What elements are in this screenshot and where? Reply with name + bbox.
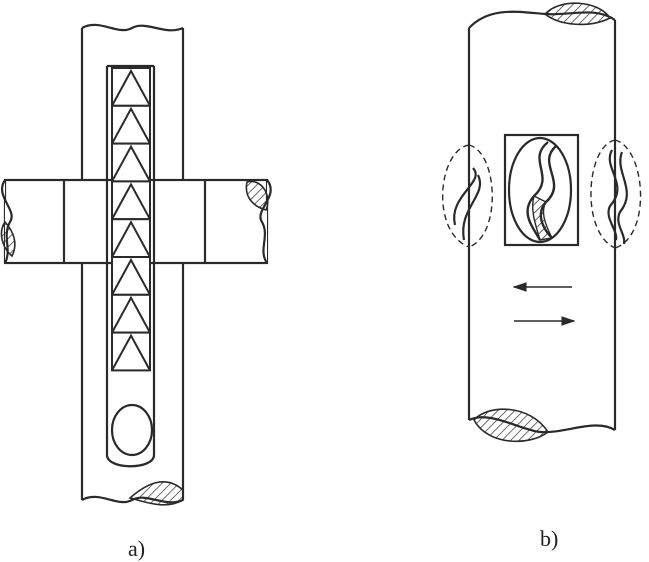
panel-a <box>0 23 272 506</box>
bar-b <box>467 2 617 443</box>
tooth-stack <box>111 67 151 372</box>
arrow-left <box>512 282 572 292</box>
panel-b <box>441 2 642 443</box>
center-window <box>503 133 580 247</box>
tooth-cell <box>111 67 151 107</box>
left-detail-circle <box>441 144 493 248</box>
caption-b: b) <box>540 526 558 551</box>
tooth-cell <box>111 218 151 258</box>
caption-a: a) <box>128 536 145 561</box>
tooth-cell <box>111 180 151 221</box>
tooth-cell <box>111 293 151 334</box>
tooth-cell <box>111 104 151 145</box>
slot-end-hole <box>110 403 154 457</box>
tooth-cell <box>111 142 151 183</box>
tooth-cell <box>111 256 151 296</box>
arrow-right <box>514 316 576 326</box>
right-detail-circle <box>590 139 642 249</box>
tooth-cell <box>111 331 151 372</box>
slot <box>105 64 156 468</box>
